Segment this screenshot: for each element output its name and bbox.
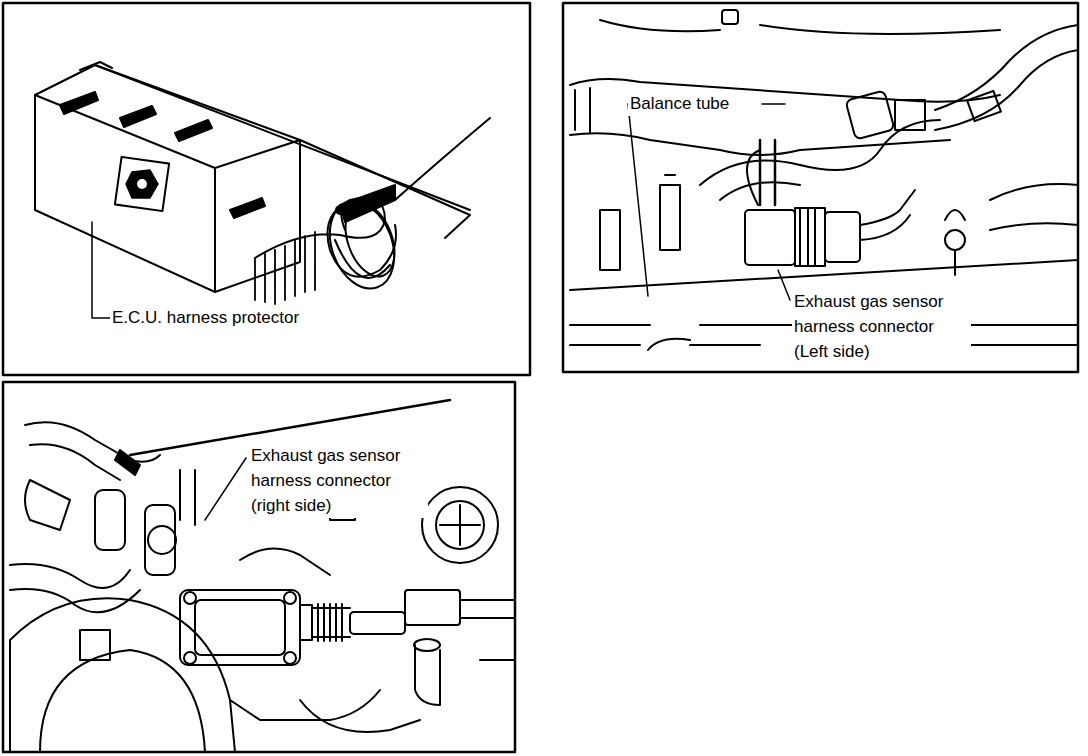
panel-frame <box>3 3 530 375</box>
part-label: Exhaust gas sensor harness connector (ri… <box>249 443 428 518</box>
panel-frame <box>563 3 1078 372</box>
leader-line <box>628 104 648 296</box>
ecu-protector-drawing <box>35 62 490 304</box>
panel-frame <box>3 382 515 752</box>
leader-line <box>92 222 110 318</box>
part-label: E.C.U. harness protector <box>110 305 301 330</box>
leader-line <box>205 458 246 520</box>
leader-line <box>778 270 790 300</box>
throttle-body-drawing <box>10 400 515 752</box>
part-label: Balance tube <box>628 91 731 116</box>
part-label: Exhaust gas sensor harness connector (Le… <box>792 289 971 364</box>
leader-line <box>762 103 785 105</box>
